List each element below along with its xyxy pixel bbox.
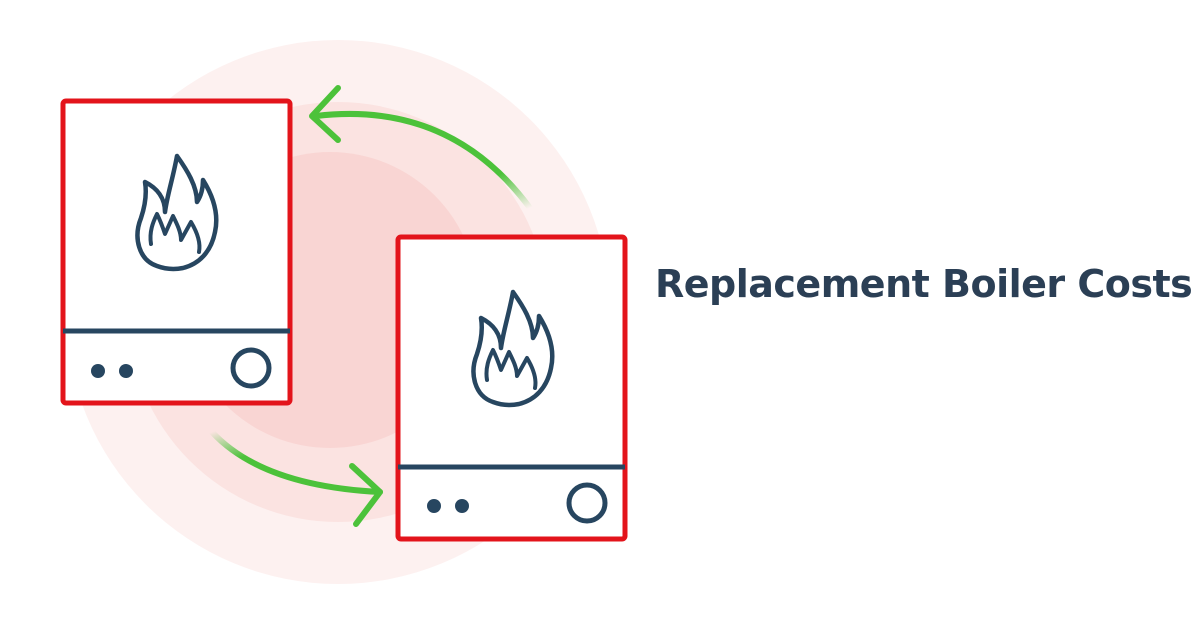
flame-icon <box>471 289 555 408</box>
boiler-left-dot-1 <box>91 364 105 378</box>
boiler-right <box>395 234 628 542</box>
boiler-left-dot-2 <box>119 364 133 378</box>
boiler-right-dot-2 <box>455 499 469 513</box>
boiler-right-dial-icon <box>566 482 608 524</box>
boiler-left <box>60 98 293 406</box>
boiler-left-body <box>60 98 293 406</box>
boiler-left-dial-icon <box>230 347 272 389</box>
curved-arrow-right-icon <box>209 429 383 527</box>
flame-icon <box>135 153 219 272</box>
boiler-right-dot-1 <box>427 499 441 513</box>
boiler-right-body <box>395 234 628 542</box>
curved-arrow-left-icon <box>309 85 533 211</box>
page-title: Replacement Boiler Costs <box>655 262 1193 306</box>
